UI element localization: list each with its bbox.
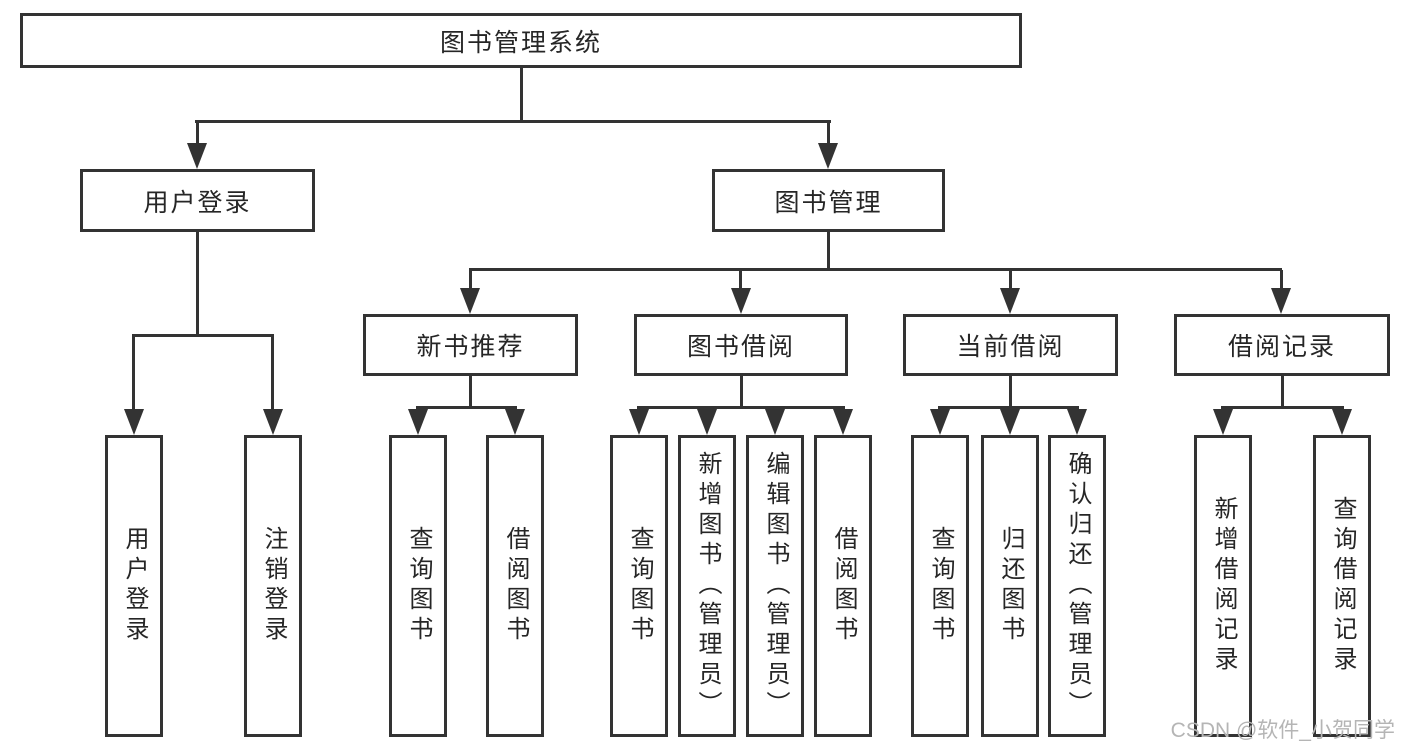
- node-borrowing-records-label: 借阅记录: [1227, 333, 1336, 361]
- connector-line: [637, 406, 845, 409]
- node-book-borrowing: 图书借阅: [634, 314, 848, 376]
- arrowhead-icon: [1213, 409, 1233, 435]
- connector-line: [469, 268, 1282, 271]
- node-book-management: 图书管理: [712, 169, 945, 232]
- arrowhead-icon: [818, 143, 838, 169]
- leaf-borrow-books-recommend-label: 借阅图书: [502, 526, 529, 646]
- connector-line: [196, 231, 199, 336]
- leaf-query-books-current-label: 查询图书: [927, 526, 954, 646]
- leaf-query-books-recommend-label: 查询图书: [405, 526, 432, 646]
- connector-line: [132, 336, 135, 412]
- arrowhead-icon: [124, 409, 144, 435]
- arrowhead-icon: [1067, 409, 1087, 435]
- leaf-query-books-borrowing: 查询图书: [610, 435, 668, 737]
- node-borrowing-records: 借阅记录: [1174, 314, 1390, 376]
- node-user-login-label: 用户登录: [143, 188, 252, 217]
- leaf-borrow-books-label: 借阅图书: [830, 526, 857, 646]
- arrowhead-icon: [187, 143, 207, 169]
- leaf-query-books-current: 查询图书: [911, 435, 969, 737]
- connector-line: [740, 375, 743, 408]
- leaf-borrow-books: 借阅图书: [814, 435, 872, 737]
- node-current-borrowing-label: 当前借阅: [956, 333, 1065, 361]
- connector-line: [827, 231, 830, 271]
- connector-line: [196, 121, 199, 147]
- connector-line: [271, 336, 274, 412]
- connector-line: [1009, 375, 1012, 408]
- node-user-login: 用户登录: [80, 169, 315, 232]
- arrowhead-icon: [765, 409, 785, 435]
- arrowhead-icon: [460, 288, 480, 314]
- node-book-borrowing-label: 图书借阅: [686, 333, 795, 361]
- connector-line: [195, 120, 831, 123]
- leaf-user-login-label: 用户登录: [121, 526, 148, 646]
- connector-line: [132, 334, 274, 337]
- leaf-confirm-return-admin: 确认归还（管理员）: [1048, 435, 1106, 737]
- arrowhead-icon: [263, 409, 283, 435]
- leaf-logout-label: 注销登录: [260, 526, 287, 646]
- leaf-return-book-label: 归还图书: [997, 526, 1024, 646]
- arrowhead-icon: [1000, 409, 1020, 435]
- arrowhead-icon: [408, 409, 428, 435]
- connector-line: [469, 270, 472, 292]
- arrowhead-icon: [833, 409, 853, 435]
- leaf-query-borrow-record: 查询借阅记录: [1313, 435, 1371, 737]
- connector-line: [1009, 270, 1012, 292]
- leaf-query-books-recommend: 查询图书: [389, 435, 447, 737]
- leaf-add-borrow-record: 新增借阅记录: [1194, 435, 1252, 737]
- node-book-management-label: 图书管理: [774, 188, 883, 217]
- connector-line: [1221, 406, 1344, 409]
- connector-line: [469, 375, 472, 408]
- arrowhead-icon: [930, 409, 950, 435]
- leaf-add-book-admin-label: 新增图书（管理员）: [694, 451, 721, 721]
- arrowhead-icon: [505, 409, 525, 435]
- connector-line: [739, 270, 742, 292]
- leaf-add-book-admin: 新增图书（管理员）: [678, 435, 736, 737]
- arrowhead-icon: [1000, 288, 1020, 314]
- leaf-edit-book-admin: 编辑图书（管理员）: [746, 435, 804, 737]
- arrowhead-icon: [629, 409, 649, 435]
- node-root: 图书管理系统: [20, 13, 1022, 68]
- connector-line: [416, 406, 517, 409]
- node-new-book-recommend: 新书推荐: [363, 314, 578, 376]
- leaf-query-borrow-record-label: 查询借阅记录: [1329, 496, 1356, 676]
- leaf-user-login: 用户登录: [105, 435, 163, 737]
- leaf-query-books-borrowing-label: 查询图书: [626, 526, 653, 646]
- arrowhead-icon: [1271, 288, 1291, 314]
- leaf-borrow-books-recommend: 借阅图书: [486, 435, 544, 737]
- arrowhead-icon: [697, 409, 717, 435]
- leaf-logout: 注销登录: [244, 435, 302, 737]
- node-root-label: 图书管理系统: [439, 28, 602, 57]
- connector-line: [938, 406, 1079, 409]
- leaf-add-borrow-record-label: 新增借阅记录: [1210, 496, 1237, 676]
- node-new-book-recommend-label: 新书推荐: [416, 333, 525, 361]
- arrowhead-icon: [1332, 409, 1352, 435]
- csdn-watermark: CSDN @软件_小贺同学: [1170, 719, 1395, 742]
- connector-line: [827, 121, 830, 147]
- leaf-confirm-return-admin-label: 确认归还（管理员）: [1064, 451, 1091, 721]
- node-current-borrowing: 当前借阅: [903, 314, 1118, 376]
- arrowhead-icon: [731, 288, 751, 314]
- connector-line: [1281, 375, 1284, 408]
- connector-line: [1280, 270, 1283, 292]
- connector-line: [520, 67, 523, 121]
- leaf-return-book: 归还图书: [981, 435, 1039, 737]
- leaf-edit-book-admin-label: 编辑图书（管理员）: [762, 451, 789, 721]
